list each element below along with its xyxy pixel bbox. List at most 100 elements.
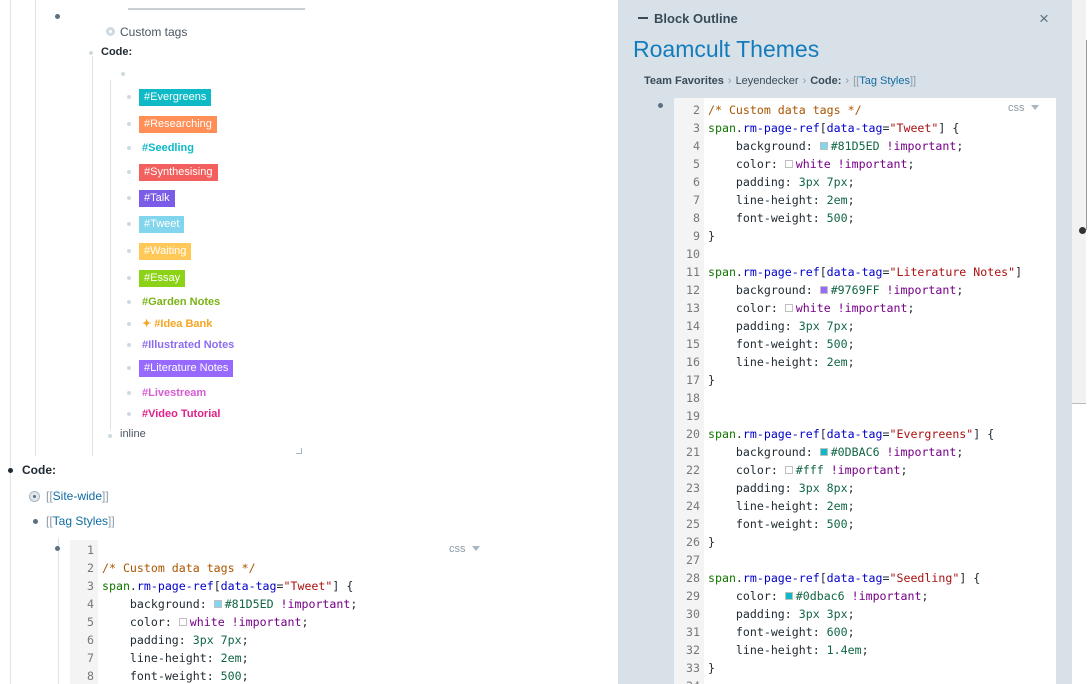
breadcrumb-item[interactable]: Leyendecker <box>735 75 799 87</box>
code-line[interactable]: 8 font-weight: 500; <box>674 209 855 227</box>
block-bullet[interactable] <box>127 170 131 174</box>
tag-chip[interactable]: #Waiting <box>139 243 192 260</box>
block-bullet[interactable] <box>127 95 131 99</box>
block-bullet[interactable] <box>55 546 60 551</box>
tag-chip[interactable]: #Essay <box>139 270 186 287</box>
code-line[interactable]: 13 color: white !important; <box>674 299 914 317</box>
code-line[interactable]: 34 <box>674 677 708 684</box>
tag-chip[interactable]: #Video Tutorial <box>142 408 221 420</box>
block-bullet[interactable] <box>33 519 38 524</box>
block-bullet[interactable] <box>127 391 131 395</box>
tag-chip[interactable]: #Tweet <box>139 216 185 233</box>
code-line[interactable]: 15 font-weight: 500; <box>674 335 855 353</box>
code-line[interactable]: 21 background: #0DBAC6 !important; <box>674 443 963 461</box>
code-line[interactable]: 18 <box>674 389 708 407</box>
code-line[interactable]: 27 <box>674 551 708 569</box>
code-line[interactable]: 23 padding: 3px 8px; <box>674 479 855 497</box>
code-line[interactable]: 19 <box>674 407 708 425</box>
code-line[interactable]: 10 <box>674 245 708 263</box>
breadcrumb-item[interactable]: Team Favorites <box>644 75 724 87</box>
code-line[interactable]: 4 background: #81D5ED !important; <box>674 137 963 155</box>
code-line[interactable]: 8 font-weight: 500; <box>70 667 249 684</box>
collapse-icon[interactable] <box>638 17 648 19</box>
block-bullet[interactable] <box>8 468 13 473</box>
code-line[interactable]: 22 color: #fff !important; <box>674 461 907 479</box>
block-bullet[interactable] <box>127 276 131 280</box>
block-bullet[interactable] <box>127 222 131 226</box>
block-bullet[interactable] <box>127 196 131 200</box>
page-title[interactable]: Roamcult Themes <box>633 36 820 62</box>
code-line[interactable]: 14 padding: 3px 7px; <box>674 317 855 335</box>
scroll-handle[interactable] <box>1079 227 1086 234</box>
block-bullet[interactable] <box>55 14 60 19</box>
block-bullet[interactable] <box>127 366 131 370</box>
tag-chip[interactable]: #Seedling <box>142 142 194 154</box>
tag-chip[interactable]: #Garden Notes <box>142 296 221 308</box>
code-line[interactable]: 33} <box>674 659 715 677</box>
block-bullet[interactable] <box>127 322 131 326</box>
code-line[interactable]: 31 font-weight: 600; <box>674 623 855 641</box>
tag-chip[interactable]: #Talk <box>139 190 175 207</box>
breadcrumb-item[interactable]: Code: <box>810 75 842 87</box>
code-line[interactable]: 25 font-weight: 500; <box>674 515 855 533</box>
code-line[interactable]: 30 padding: 3px 3px; <box>674 605 855 623</box>
tag-chip[interactable]: #Literature Notes <box>139 360 234 377</box>
code-line[interactable]: 26} <box>674 533 715 551</box>
breadcrumb-item[interactable]: [[Tag Styles]] <box>853 75 917 87</box>
code-line[interactable]: 2/* Custom data tags */ <box>674 101 862 119</box>
block-bullet[interactable] <box>108 434 112 438</box>
code-line[interactable]: 24 line-height: 2em; <box>674 497 855 515</box>
block-bullet-collapsed[interactable] <box>29 491 40 502</box>
language-select[interactable]: css <box>1008 102 1039 114</box>
code-line[interactable]: 4 background: #81D5ED !important; <box>70 595 357 613</box>
block-bullet[interactable] <box>127 300 131 304</box>
code-line[interactable]: 17} <box>674 371 715 389</box>
language-select[interactable]: css <box>449 543 480 555</box>
tag-chip[interactable]: #Livestream <box>142 387 207 399</box>
close-icon[interactable]: × <box>1039 9 1049 28</box>
code-heading-2[interactable]: Code: <box>22 463 56 477</box>
code-line[interactable]: 9} <box>674 227 715 245</box>
code-line[interactable]: 16 line-height: 2em; <box>674 353 855 371</box>
code-line[interactable]: 2/* Custom data tags */ <box>70 559 256 577</box>
block-bullet[interactable] <box>127 343 131 347</box>
tag-styles-link[interactable]: [[Tag Styles]] <box>46 514 115 528</box>
page-ref[interactable]: Tag Styles <box>52 514 109 528</box>
code-line[interactable]: 7 line-height: 2em; <box>70 649 249 667</box>
page-ref[interactable]: Site-wide <box>52 489 103 503</box>
tag-chip[interactable]: #Illustrated Notes <box>142 339 235 351</box>
block-bullet[interactable] <box>127 249 131 253</box>
tag-chip[interactable]: #Synthesising <box>139 164 218 181</box>
block-bullet[interactable] <box>106 27 115 36</box>
code-line[interactable]: 6 padding: 3px 7px; <box>70 631 249 649</box>
code-line[interactable]: 5 color: white !important; <box>674 155 914 173</box>
tag-chip[interactable]: #Evergreens <box>139 89 212 106</box>
block-bullet[interactable] <box>127 122 131 126</box>
code-line[interactable]: 32 line-height: 1.4em; <box>674 641 869 659</box>
code-line[interactable]: 7 line-height: 2em; <box>674 191 855 209</box>
inline-label[interactable]: inline <box>120 428 146 440</box>
custom-tags-label[interactable]: Custom tags <box>120 25 188 39</box>
block-bullet[interactable] <box>127 146 131 150</box>
block-bullet[interactable] <box>127 412 131 416</box>
block-bullet[interactable] <box>121 72 125 76</box>
code-heading[interactable]: Code: <box>101 46 133 58</box>
block-bullet[interactable] <box>658 103 663 108</box>
block-bullet[interactable] <box>89 51 93 55</box>
code-line[interactable]: 6 padding: 3px 7px; <box>674 173 855 191</box>
code-line[interactable]: 1 <box>70 541 102 559</box>
code-line[interactable]: 5 color: white !important; <box>70 613 308 631</box>
site-wide-link[interactable]: [[Site-wide]] <box>46 489 109 503</box>
code-line[interactable]: 12 background: #9769FF !important; <box>674 281 963 299</box>
tag-chip[interactable]: #Researching <box>139 116 217 133</box>
code-line[interactable]: 29 color: #0dbac6 !important; <box>674 587 928 605</box>
tag-chip[interactable]: ✦ #Idea Bank <box>142 318 213 330</box>
resize-handle[interactable] <box>296 448 302 454</box>
